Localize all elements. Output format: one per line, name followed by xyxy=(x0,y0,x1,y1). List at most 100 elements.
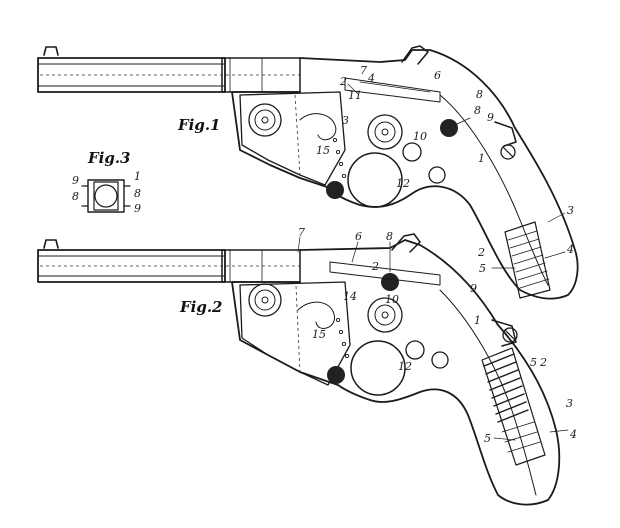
fig2-hatch-line xyxy=(507,441,541,453)
fig2-leader xyxy=(549,429,569,433)
fig1-num-4: 4 xyxy=(367,72,375,85)
fig1-hole xyxy=(341,173,347,179)
fig1-trigger-spur xyxy=(494,121,517,147)
fig3-center xyxy=(93,181,119,211)
fig1-dash-line xyxy=(294,94,301,176)
fig3-label: Fig.3 xyxy=(87,149,131,167)
fig3-num-8a: 8 xyxy=(72,190,79,203)
fig1-num-4b: 4 xyxy=(566,243,574,256)
fig2-hole xyxy=(335,317,341,323)
fig2-screw-slot xyxy=(504,329,516,341)
fig2-gear-hub xyxy=(381,311,389,319)
fig2-front-sight xyxy=(43,239,59,249)
fig1-hatch-line xyxy=(519,278,550,289)
fig1-num-3: 3 xyxy=(342,114,349,127)
fig2-holes xyxy=(335,317,350,359)
fig2-num-3: 3 xyxy=(566,397,573,410)
fig1-num-15: 15 xyxy=(316,144,330,157)
fig1-gear-hub xyxy=(261,116,269,124)
fig2-num-10: 10 xyxy=(385,293,399,306)
fig1-gear-tiny xyxy=(428,166,446,184)
fig2-reference-numbers: 7 6 8 2 14 10 9 1 15 12 5 2 3 4 5 xyxy=(298,226,577,445)
fig1-num-1: 1 xyxy=(478,152,485,165)
fig1-front-sight xyxy=(43,46,59,56)
figure-2-pistol xyxy=(37,233,569,506)
fig1-slide-detail xyxy=(359,81,431,93)
fig2-hatch-line xyxy=(487,369,519,383)
fig1-spring xyxy=(299,113,337,141)
fig2-num-5: 5 xyxy=(530,356,537,369)
fig1-pin-left xyxy=(326,181,344,199)
fig1-num-9: 9 xyxy=(487,111,494,124)
fig1-hatch-line xyxy=(511,246,542,257)
fig2-label: Fig.2 xyxy=(179,298,223,316)
fig1-gear-inner xyxy=(254,109,276,131)
fig2-gear-tiny xyxy=(431,351,449,369)
fig1-hatch-line xyxy=(517,270,548,281)
fig2-hatch-line xyxy=(501,421,535,433)
fig1-leader xyxy=(347,83,359,95)
fig2-hatch-line xyxy=(485,361,517,375)
fig2-gear-center xyxy=(367,297,403,333)
fig3-circle xyxy=(94,184,118,208)
fig1-cylinder xyxy=(347,152,403,208)
fig2-num-15: 15 xyxy=(312,328,326,341)
fig2-num-7: 7 xyxy=(298,226,305,239)
fig1-slide-bar xyxy=(344,77,441,103)
fig2-gear-hub xyxy=(261,296,269,304)
fig1-grip-panel xyxy=(504,221,551,299)
fig1-num-11: 11 xyxy=(348,89,362,102)
fig1-reference-numbers: 2 7 4 6 8 8 9 11 3 15 10 12 1 3 2 4 5 xyxy=(316,64,574,275)
fig1-num-3b: 3 xyxy=(567,204,574,217)
fig2-side-plate xyxy=(239,281,351,386)
fig2-num-4: 4 xyxy=(569,428,577,441)
fig2-num-1: 1 xyxy=(474,314,481,327)
fig1-num-8: 8 xyxy=(476,88,483,101)
fig1-num-6: 6 xyxy=(434,69,441,82)
fig1-leader xyxy=(547,212,566,223)
fig1-hole xyxy=(338,161,344,167)
fig2-spring xyxy=(297,301,335,329)
fig1-num-5: 5 xyxy=(479,262,486,275)
fig2-hammer-spur xyxy=(391,233,421,253)
fig2-hatch-line xyxy=(493,393,525,407)
fig2-trigger-spur xyxy=(491,319,517,347)
fig1-num-7: 7 xyxy=(360,64,367,77)
fig2-grip-hatching xyxy=(483,353,541,453)
fig2-hatch-line xyxy=(504,431,538,443)
fig2-hole xyxy=(341,341,347,347)
fig2-num-8: 8 xyxy=(386,230,393,243)
fig2-num-12: 12 xyxy=(398,360,412,373)
fig2-gear-left xyxy=(248,283,282,317)
fig1-num-10: 10 xyxy=(413,130,427,143)
fig3-num-9b: 9 xyxy=(134,202,141,215)
figure-3-detail: 9 1 8 8 9 xyxy=(72,170,141,215)
fig1-gear-hub xyxy=(381,128,389,136)
fig3-num-8b: 8 xyxy=(134,187,141,200)
fig2-num-5b: 5 xyxy=(484,432,491,445)
fig2-pin-left xyxy=(327,366,345,384)
fig1-grip-screw xyxy=(500,144,516,160)
fig2-num-9: 9 xyxy=(470,282,477,295)
fig1-num-12: 12 xyxy=(396,177,410,190)
fig2-hatch-line xyxy=(489,377,521,391)
fig1-hatch-line xyxy=(507,230,538,241)
fig2-num-2: 2 xyxy=(371,260,379,273)
fig1-hatch-line xyxy=(509,238,540,249)
fig3-num-9a: 9 xyxy=(72,174,79,187)
fig2-hatch-line xyxy=(483,353,515,367)
fig2-slide-bar xyxy=(329,261,441,286)
fig1-side-plate xyxy=(239,91,346,186)
fig1-num-2: 2 xyxy=(339,75,347,88)
fig2-num-2b: 2 xyxy=(539,356,547,369)
fig2-grip-line xyxy=(439,289,537,496)
fig2-hole xyxy=(338,329,344,335)
fig1-grip-hatching xyxy=(507,230,550,289)
fig2-num-14: 14 xyxy=(343,290,357,303)
fig2-gear-inner xyxy=(374,304,396,326)
fig3-lugs xyxy=(81,185,131,207)
fig2-leader xyxy=(351,241,359,263)
fig1-leader xyxy=(544,251,566,259)
